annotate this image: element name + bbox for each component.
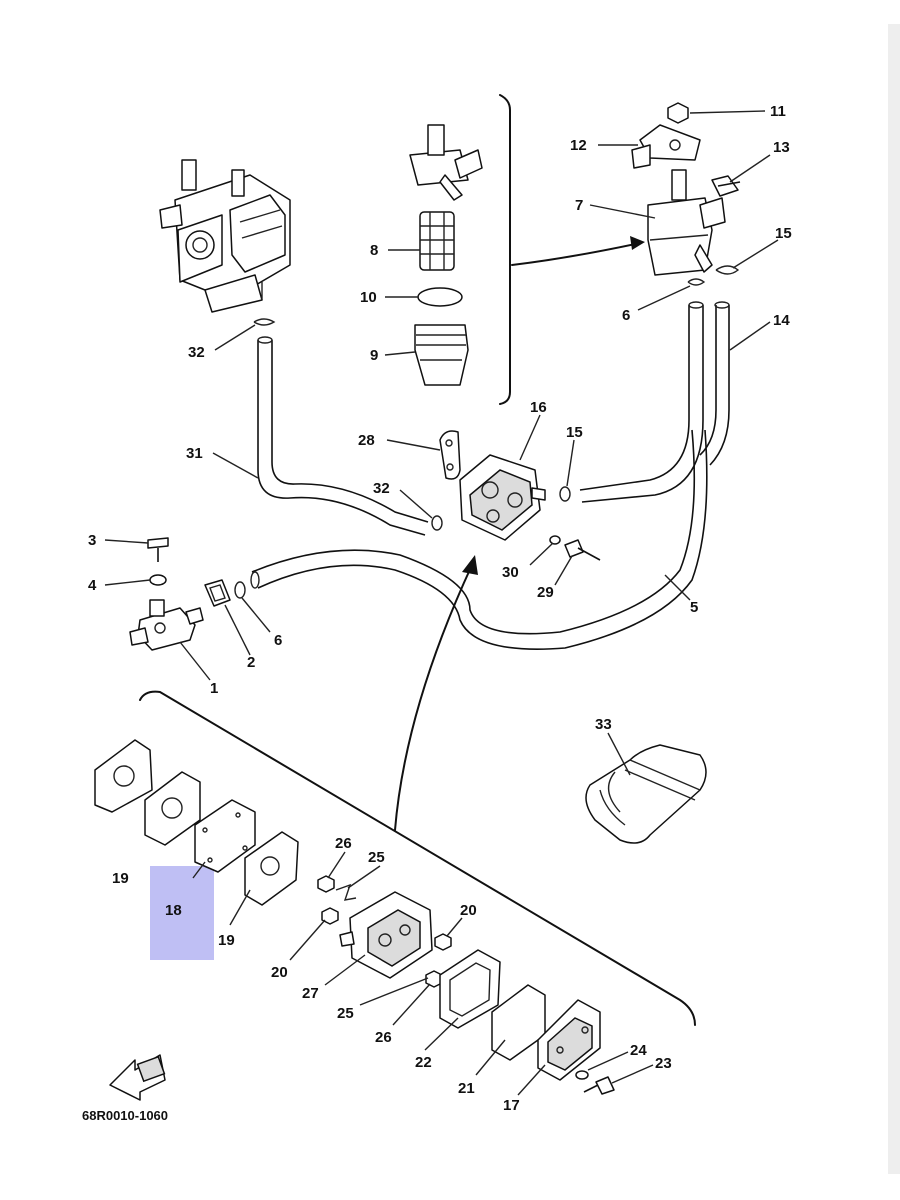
pump-exploded-arrow (394, 564, 473, 831)
bolt-13 (711, 175, 741, 197)
bolt-29 (564, 539, 601, 561)
hose-14 (579, 301, 730, 503)
callout-9: 9 (370, 347, 378, 364)
fwd-arrow-icon (109, 1054, 166, 1101)
callout-2: 2 (247, 654, 255, 671)
bracket-12 (631, 124, 701, 169)
callout-25-bottom: 25 (337, 1005, 354, 1022)
callout-15-pump: 15 (566, 424, 583, 441)
filter-cup-9 (414, 324, 469, 386)
pump-body-27 (339, 891, 433, 979)
callout-14: 14 (773, 312, 790, 329)
sleeve-33 (585, 744, 707, 844)
clip-6-lower (234, 581, 246, 599)
hose-5 (250, 429, 708, 650)
callout-32-top: 32 (188, 344, 205, 361)
spring-25-a (335, 883, 357, 901)
scrollbar-track[interactable] (888, 24, 900, 1174)
callout-30: 30 (502, 564, 519, 581)
callout-33: 33 (595, 716, 612, 733)
callout-17: 17 (503, 1097, 520, 1114)
pump-exploded-bracket (139, 690, 696, 1026)
o-ring-10 (417, 287, 463, 307)
callout-8: 8 (370, 242, 378, 259)
diagram-code-label: 68R0010-1060 (82, 1108, 168, 1123)
inset-filter-head (409, 124, 483, 201)
callout-1: 1 (210, 680, 218, 697)
inset-arrow-head (630, 236, 645, 250)
hose-31 (257, 336, 429, 536)
clip-32-pump (431, 515, 443, 531)
fuel-filter-7 (647, 169, 726, 276)
pump-arrow-head (462, 555, 478, 575)
inset-pointer-arrow (511, 242, 641, 266)
nut-20-b (434, 933, 452, 951)
plate-19-left (94, 739, 153, 813)
washer-24 (575, 1070, 589, 1080)
diaphragm-21 (491, 984, 546, 1061)
callout-7: 7 (575, 197, 583, 214)
screw-3 (147, 537, 169, 562)
callout-20-left: 20 (271, 964, 288, 981)
callout-26-top: 26 (335, 835, 352, 852)
diaphragm-19-a (144, 771, 201, 846)
callout-12: 12 (570, 137, 587, 154)
callout-6-top: 6 (622, 307, 630, 324)
callout-20-right: 20 (460, 902, 477, 919)
diaphragm-19-b (244, 831, 299, 906)
callout-11: 11 (770, 103, 786, 120)
part-18-highlight (150, 866, 214, 960)
washer-4 (149, 574, 167, 586)
clip-32-top (253, 318, 276, 326)
callout-28: 28 (358, 432, 375, 449)
callout-10: 10 (360, 289, 377, 306)
callout-15-top: 15 (775, 225, 792, 242)
clip-15-pump (559, 486, 571, 502)
nut-11 (667, 102, 689, 124)
nut-26-a (317, 875, 335, 893)
callout-18: 18 (165, 902, 182, 919)
callout-19-left: 19 (112, 870, 129, 887)
gasket-22 (439, 949, 501, 1029)
fuel-joint-1 (129, 599, 204, 651)
callout-23: 23 (655, 1055, 672, 1072)
callout-13: 13 (773, 139, 790, 156)
clip-6-top (687, 278, 706, 286)
callout-3: 3 (88, 532, 96, 549)
screw-23 (583, 1076, 615, 1095)
gasket-2 (204, 579, 231, 607)
filter-element-8 (419, 211, 455, 271)
fuel-pump-16 (459, 454, 546, 541)
cover-17 (537, 999, 601, 1081)
callout-5: 5 (690, 599, 698, 616)
callout-21: 21 (458, 1080, 475, 1097)
callout-6-lower: 6 (274, 632, 282, 649)
callout-25-top: 25 (368, 849, 385, 866)
callout-26-bottom: 26 (375, 1029, 392, 1046)
callout-4: 4 (88, 577, 97, 594)
callout-19-mid: 19 (218, 932, 235, 949)
gasket-18 (194, 799, 256, 873)
callout-22: 22 (415, 1054, 432, 1071)
gasket-28 (439, 430, 461, 480)
carburetor (159, 159, 291, 313)
callout-labels: 11 12 13 7 15 6 14 8 10 9 32 31 28 16 15… (88, 103, 792, 1114)
callout-31: 31 (186, 445, 203, 462)
nut-20-a (321, 907, 339, 925)
callout-16: 16 (530, 399, 547, 416)
callout-29: 29 (537, 584, 554, 601)
inset-bracket (499, 94, 511, 405)
callout-24: 24 (630, 1042, 647, 1059)
washer-30 (549, 535, 561, 545)
callout-32-pump: 32 (373, 480, 390, 497)
callout-27: 27 (302, 985, 319, 1002)
leader-lines (104, 110, 779, 1096)
clip-15-top (715, 265, 740, 275)
